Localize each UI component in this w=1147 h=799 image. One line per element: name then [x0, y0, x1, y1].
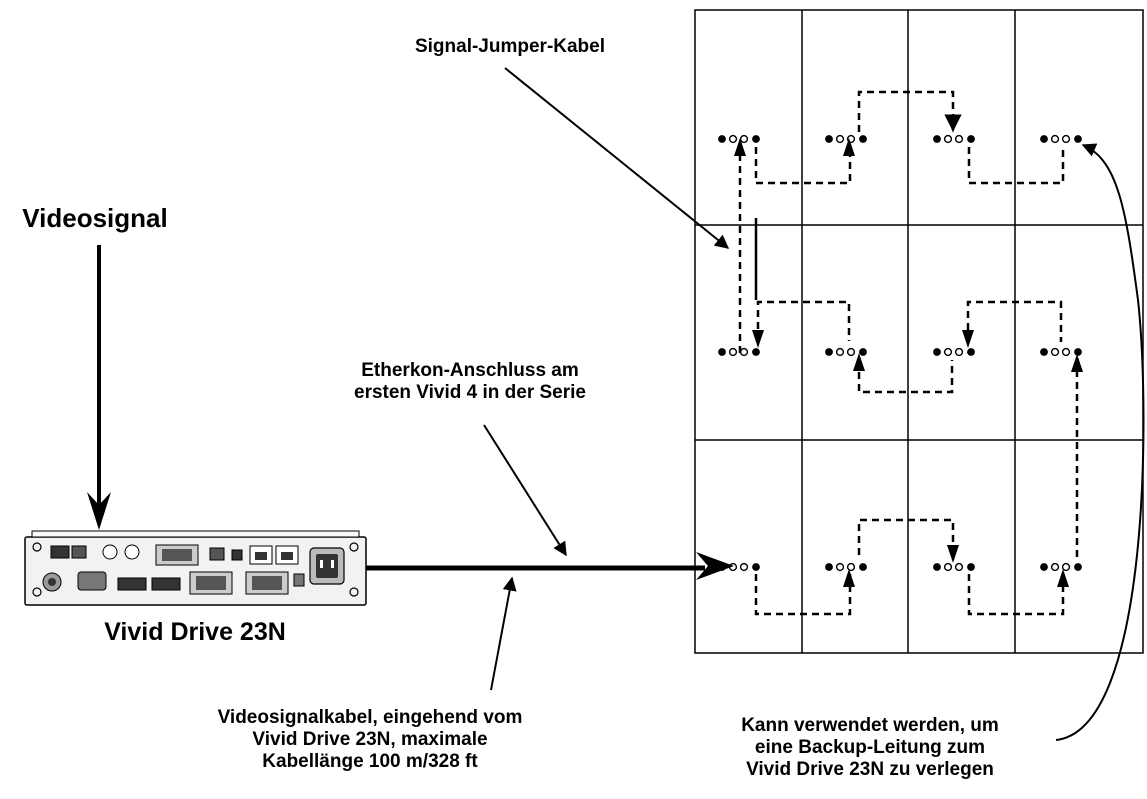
jumper-path-row3-right [967, 574, 1065, 616]
main-video-cable [366, 552, 734, 580]
leader-lines [483, 67, 1145, 741]
connector-port-open [728, 134, 738, 144]
connector-dot-filled [752, 135, 760, 143]
label-video-cable: Videosignalkabel, eingehend vom Vivid Dr… [180, 707, 560, 773]
connector-dot-filled [859, 135, 867, 143]
connector-dot-filled [933, 348, 941, 356]
panel-connectors [718, 134, 1082, 572]
connector-port-open [943, 562, 953, 572]
jumper-path-row2-top [756, 300, 851, 341]
connector-dot-filled [752, 563, 760, 571]
connector-dot-filled [859, 348, 867, 356]
connector-dot-filled [967, 135, 975, 143]
connector-dot-filled [1074, 348, 1082, 356]
label-video-cable-line1: Videosignalkabel, eingehend vom [217, 707, 523, 728]
connector-port-open [739, 134, 749, 144]
connector-dot-filled [933, 563, 941, 571]
label-backup-line2: eine Backup-Leitung zum [754, 736, 986, 758]
vivid-drive-device [24, 530, 367, 606]
connector-port-open [943, 347, 953, 357]
connector-port-open [954, 134, 964, 144]
connector-port-open [1061, 562, 1071, 572]
connector-dot-filled [718, 135, 726, 143]
connector-port-open [1050, 134, 1060, 144]
connector-dot-filled [967, 563, 975, 571]
video-signal-arrow [87, 245, 111, 530]
leader-jumper-cable [504, 67, 730, 249]
arrowhead-up [843, 138, 855, 156]
label-backup-line3: Vivid Drive 23N zu verlegen [746, 758, 994, 780]
arrowhead-up [853, 353, 865, 371]
connector-dot-filled [752, 348, 760, 356]
connector-port-open [954, 562, 964, 572]
connector-port-open [835, 347, 845, 357]
arrowhead-up [843, 569, 855, 587]
jumper-path-row1-end [967, 147, 1065, 185]
jumper-path-row2-right [966, 300, 1063, 342]
jumper-arrowheads [734, 115, 1083, 587]
connector-dot-filled [1074, 563, 1082, 571]
label-etherkon-line2: ersten Vivid 4 in der Serie [354, 381, 586, 403]
arrowhead-down [962, 330, 974, 348]
connector-port-open [1061, 134, 1071, 144]
label-video-cable-line3: Kabellänge 100 m/328 ft [262, 750, 478, 772]
jumper-cables [738, 90, 1079, 616]
connector-port-open [846, 347, 856, 357]
label-device-name: Vivid Drive 23N [104, 618, 286, 646]
leader-backup [1055, 143, 1145, 741]
jumper-path-row3-left [754, 574, 852, 616]
arrowhead-down [947, 545, 959, 563]
connector-port-open [1050, 562, 1060, 572]
connector-dot-filled [825, 135, 833, 143]
connector-dot-filled [825, 348, 833, 356]
arrowhead-up [734, 138, 746, 156]
label-etherkon: Etherkon-Anschluss am ersten Vivid 4 in … [280, 360, 660, 404]
label-etherkon-line1: Etherkon-Anschluss am [361, 360, 579, 381]
connector-port-open [846, 562, 856, 572]
connector-dot-filled [1074, 135, 1082, 143]
arrowhead-up [1071, 354, 1083, 372]
connector-port-open [835, 134, 845, 144]
jumper-path-row3-top [857, 518, 955, 555]
label-backup: Kann verwendet werden, um eine Backup-Le… [680, 715, 1060, 781]
connector-port-open [1061, 347, 1071, 357]
connector-port-open [728, 347, 738, 357]
connector-port-open [943, 134, 953, 144]
leader-video-cable [490, 576, 517, 691]
label-video-signal: Videosignal [22, 203, 168, 233]
connector-port-open [835, 562, 845, 572]
connector-port-open [739, 347, 749, 357]
connector-port-open [954, 347, 964, 357]
label-jumper-cable: Signal-Jumper-Kabel [414, 36, 606, 57]
jumper-path-row1-bridge [857, 90, 962, 132]
connector-port-open [1050, 347, 1060, 357]
display-wall [694, 9, 1144, 654]
connector-dot-filled [718, 348, 726, 356]
jumper-path-row1 [754, 147, 852, 185]
connector-dot-filled [1040, 348, 1048, 356]
connector-dot-filled [859, 563, 867, 571]
leader-etherkon [483, 424, 567, 557]
connector-dot-filled [967, 348, 975, 356]
connector-dot-filled [933, 135, 941, 143]
connector-port-open [739, 562, 749, 572]
connector-dot-filled [1040, 135, 1048, 143]
connector-dot-filled [1040, 563, 1048, 571]
wall-outline [694, 9, 1144, 654]
arrowhead-up [1057, 569, 1069, 587]
label-backup-line1: Kann verwendet werden, um [741, 715, 999, 736]
jumper-path-row2-bottom [857, 360, 954, 394]
label-video-cable-line2: Vivid Drive 23N, maximale [252, 728, 488, 750]
connector-dot-filled [825, 563, 833, 571]
arrowhead-down [752, 330, 764, 348]
arrowhead-down [947, 115, 959, 133]
